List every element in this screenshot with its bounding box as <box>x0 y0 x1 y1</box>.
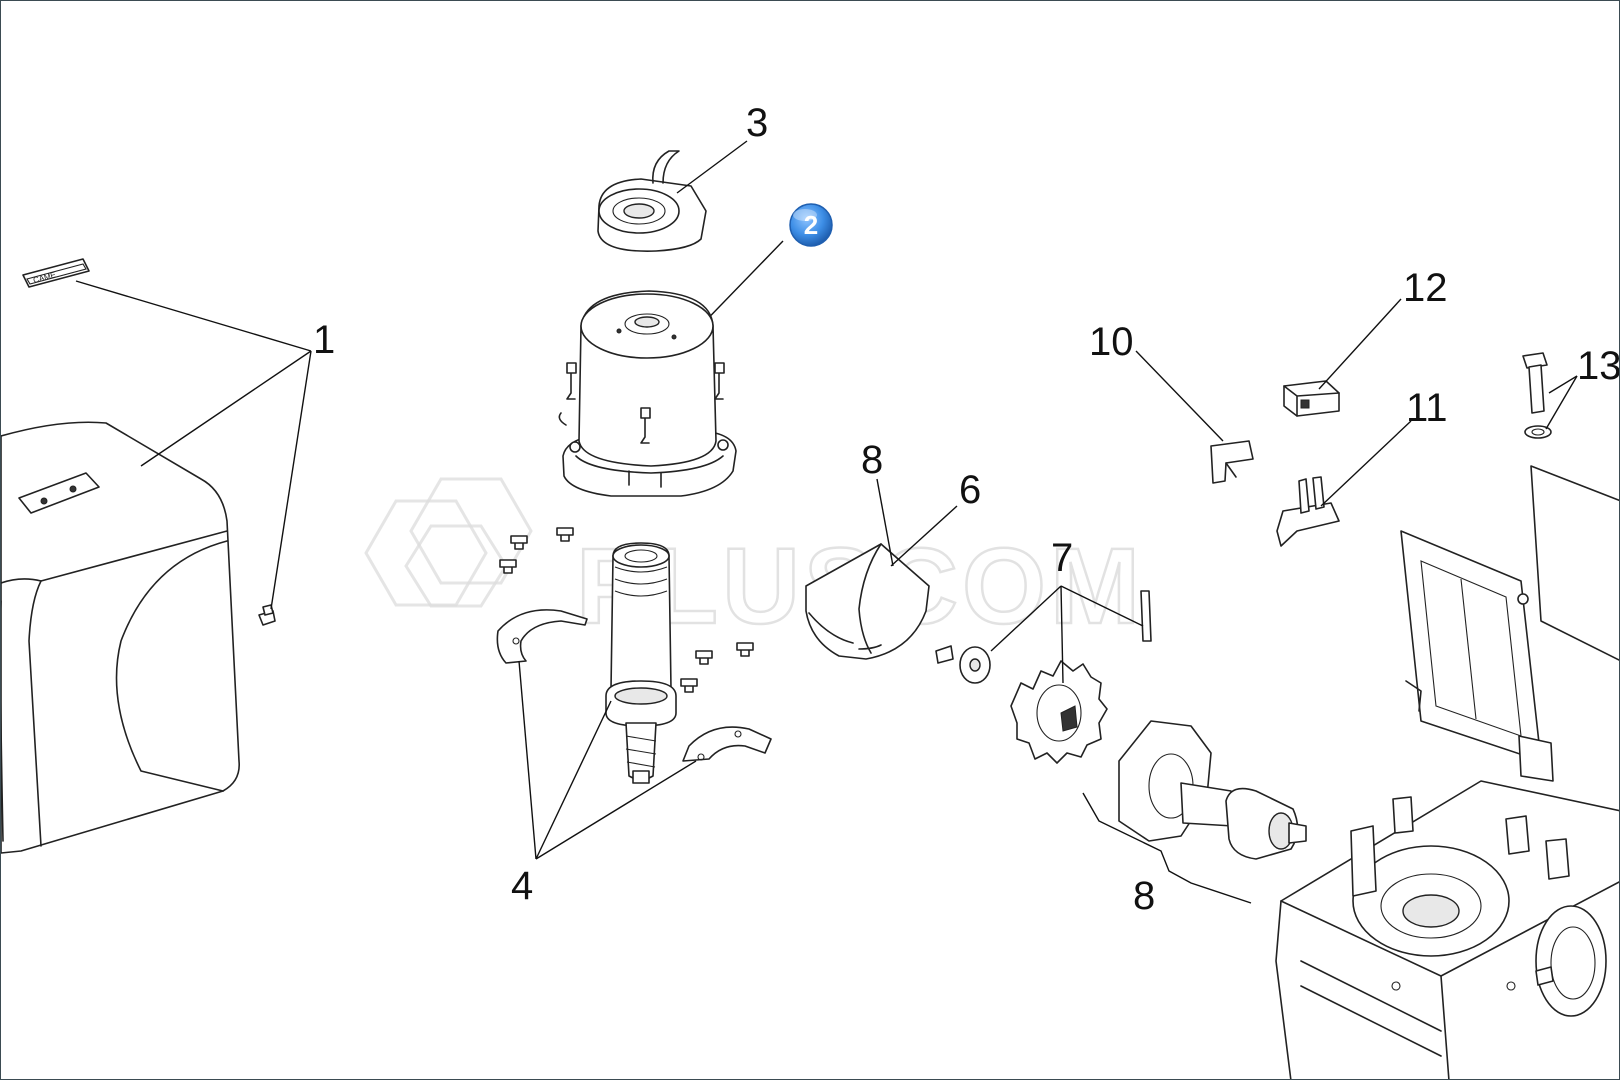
leader-1a <box>75 280 312 352</box>
leader-7b <box>1060 585 1144 627</box>
part-screws-4 <box>499 527 754 693</box>
leader-1c <box>270 350 312 610</box>
part-output-shaft <box>1118 720 1307 860</box>
part-washer-pin <box>935 590 1152 684</box>
callout-7: 7 <box>1051 536 1073 580</box>
leader-4b <box>535 700 612 860</box>
part-rotor <box>605 542 677 784</box>
callout-8b: 8 <box>1133 874 1155 918</box>
leader-3 <box>676 140 748 194</box>
part-switch <box>1276 476 1340 547</box>
watermark: PLUSCOM <box>364 477 1141 647</box>
leader-10 <box>1135 350 1224 442</box>
leader-8b-bracket <box>1082 792 1252 904</box>
leader-12 <box>1318 298 1402 390</box>
leader-4a <box>518 660 537 860</box>
cover-label-plate: CAME <box>22 258 90 288</box>
callout-11: 11 <box>1406 386 1448 430</box>
leader-7c <box>1060 585 1064 684</box>
part-cover <box>1 421 240 854</box>
callout-8a: 8 <box>861 438 883 482</box>
watermark-logo <box>364 477 533 608</box>
leader-1b <box>140 350 312 467</box>
leader-13b <box>1545 375 1578 430</box>
leader-6 <box>890 505 958 567</box>
callout-6: 6 <box>959 468 981 512</box>
leader-11 <box>1320 420 1412 507</box>
leader-8a <box>876 478 894 567</box>
part-limit-block <box>1283 380 1340 417</box>
part-motor-housing <box>558 290 737 497</box>
part-control-board <box>1400 465 1619 782</box>
callout-13: 13 <box>1577 344 1620 388</box>
leader-13a <box>1548 375 1578 394</box>
part-bolt <box>1522 352 1552 439</box>
part-encoder <box>597 150 707 252</box>
leader-4c <box>535 760 697 860</box>
callout-3: 3 <box>746 101 768 145</box>
selected-marker-label: 2 <box>804 210 818 240</box>
part-gear-guard <box>805 543 930 660</box>
part-bracket-left <box>496 609 588 664</box>
callout-10: 10 <box>1089 320 1134 364</box>
part-cover-screw <box>258 604 276 626</box>
leader-7a <box>990 585 1062 652</box>
callout-4: 4 <box>511 864 533 908</box>
callout-12: 12 <box>1403 266 1448 310</box>
part-gearbox-base <box>1275 780 1619 1079</box>
callout-1: 1 <box>313 318 335 362</box>
part-drive-gear <box>1010 660 1108 764</box>
part-clip <box>1210 440 1254 484</box>
selected-part-marker[interactable]: 2 <box>789 203 833 247</box>
part-bracket-right <box>682 726 772 762</box>
